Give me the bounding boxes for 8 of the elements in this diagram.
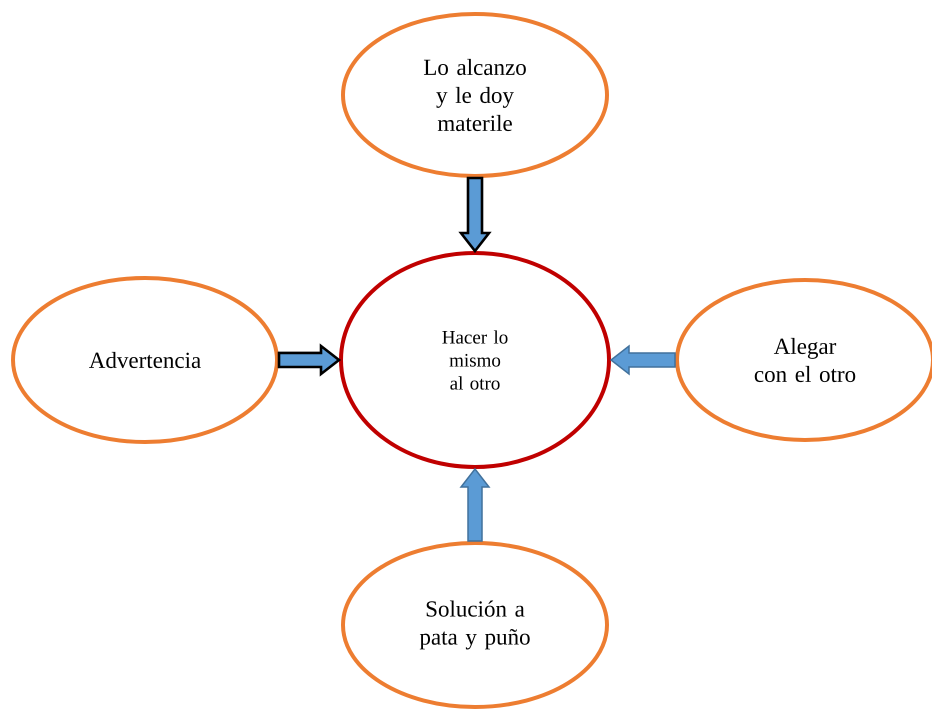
ellipse-node: Advertencia xyxy=(11,276,279,444)
block-arrow xyxy=(278,343,342,377)
block-arrow xyxy=(610,344,676,376)
ellipse-node: Solución a pata y puño xyxy=(341,540,609,709)
circle-node: Hacer lo mismo al otro xyxy=(339,251,611,469)
block-arrow xyxy=(459,468,491,542)
ellipse-node: Lo alcanzo y le doy materile xyxy=(341,12,609,178)
block-arrow xyxy=(458,176,492,254)
